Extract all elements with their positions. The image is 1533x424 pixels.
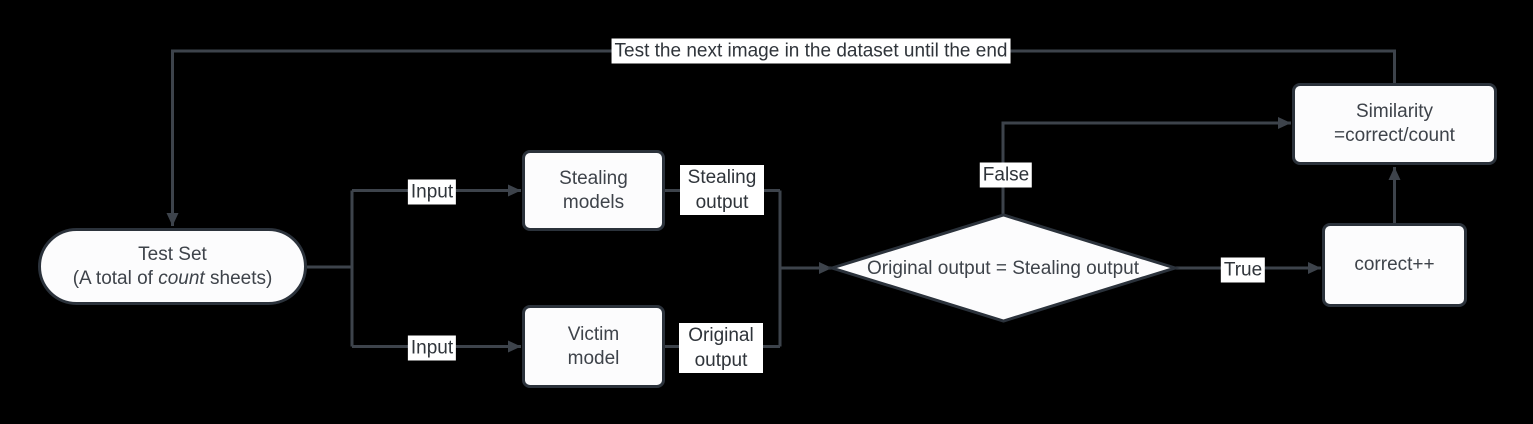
victim-model-label-line1: Victim — [567, 323, 620, 345]
edge-false — [1001, 117, 1291, 215]
edge-label-input-bottom: Input — [407, 335, 457, 361]
decision-diamond — [826, 213, 1181, 323]
test-set-title: Test Set — [138, 243, 207, 265]
edge-label-input-top: Input — [407, 179, 457, 205]
stealing-models-label-line2: models — [562, 191, 625, 213]
node-similarity: Similarity =correct/count — [1292, 83, 1497, 165]
correct-increment-label: correct++ — [1354, 254, 1435, 275]
node-test-set: Test Set (A total of count sheets) — [38, 228, 307, 305]
stealing-models-label-line1: Stealing — [559, 167, 628, 189]
edge-label-loop: Test the next image in the dataset until… — [611, 38, 1011, 64]
victim-model-label-line2: model — [567, 347, 620, 369]
edge-label-original-output: Original output — [679, 323, 763, 373]
edge-label-true: True — [1220, 257, 1266, 283]
edge-label-stealing-output: Stealing output — [680, 165, 764, 215]
similarity-label-line2: =correct/count — [1334, 125, 1455, 146]
edge-loop-back — [166, 49, 1396, 226]
similarity-label-line1: Similarity — [1355, 101, 1434, 122]
node-victim-model: Victim model — [522, 305, 665, 388]
node-stealing-models: Stealing models — [522, 150, 665, 231]
edge-label-false: False — [979, 162, 1033, 188]
test-set-subtitle: (A total of count sheets) — [72, 267, 273, 289]
decision-label: Original output = Stealing output — [867, 258, 1139, 279]
node-correct-increment: correct++ — [1322, 223, 1467, 307]
